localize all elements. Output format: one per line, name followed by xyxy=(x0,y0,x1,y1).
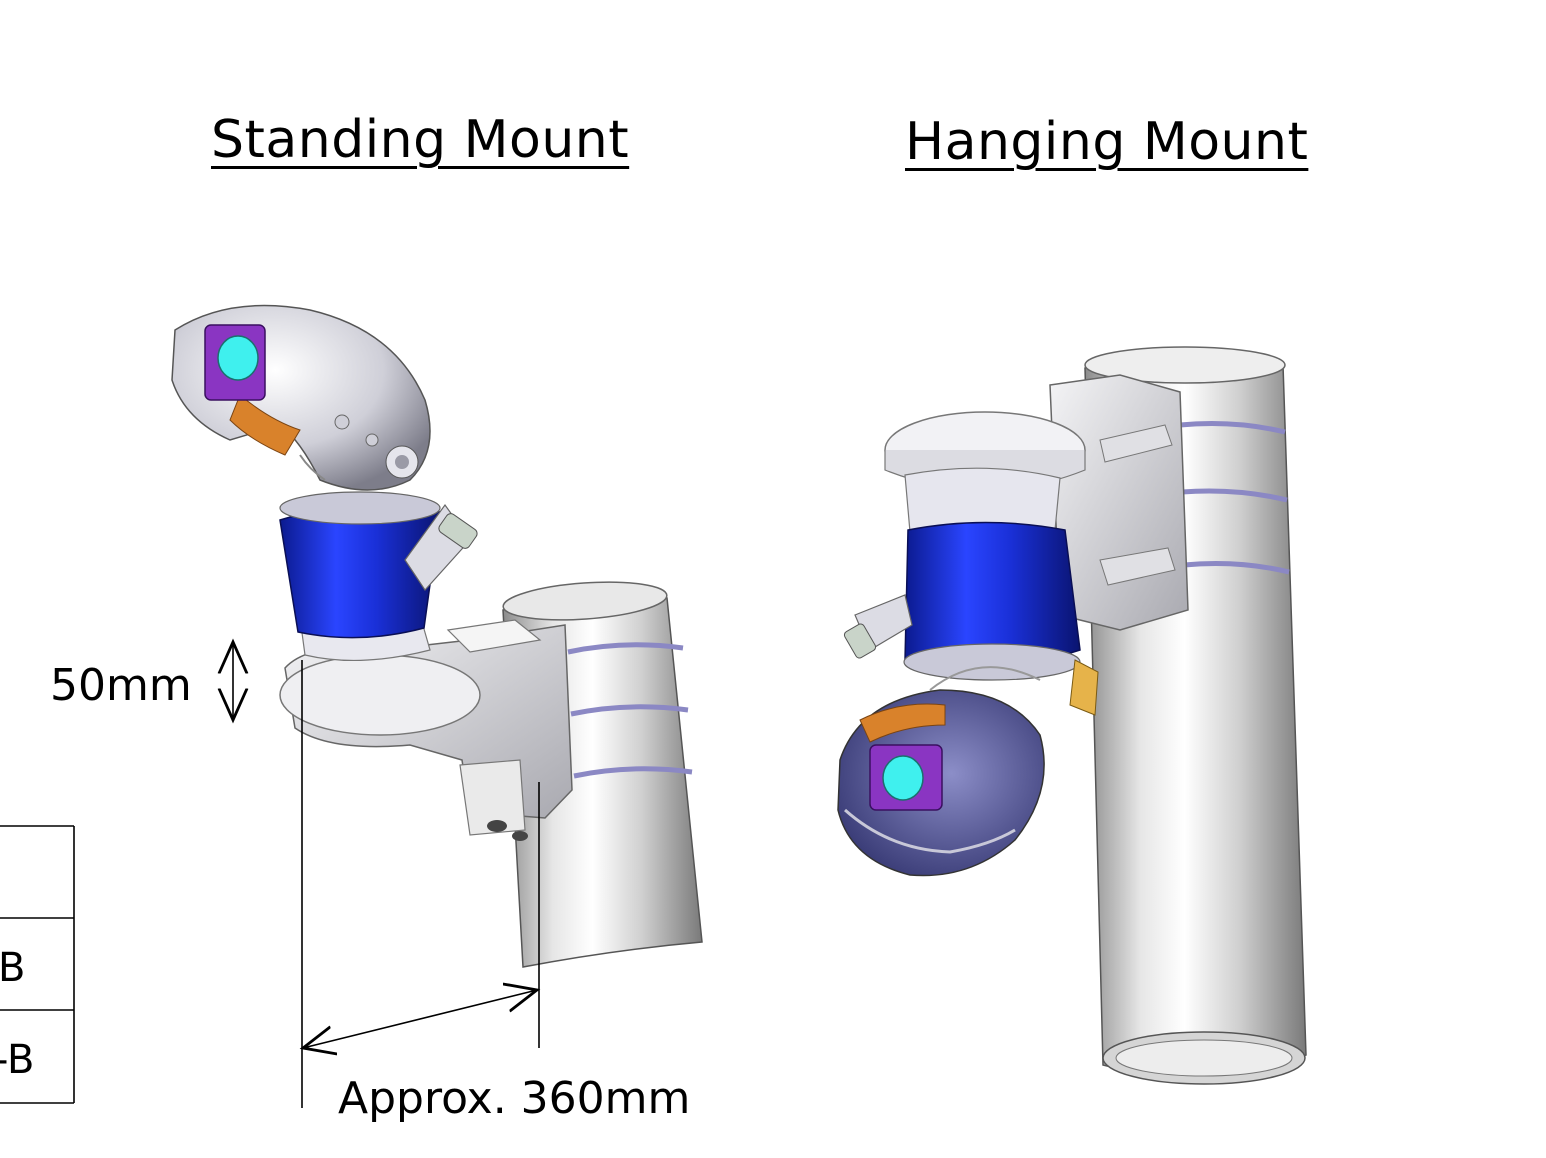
hanging-mount-illustration xyxy=(837,346,1307,1085)
dimension-lines xyxy=(233,642,539,1108)
standing-mount-title: Standing Mount xyxy=(211,110,630,170)
width-dimension-label: Approx. 360mm xyxy=(338,1073,691,1124)
height-dimension-label: 50mm xyxy=(50,660,192,711)
table-cell: B xyxy=(0,945,26,991)
standing-camera-head xyxy=(171,304,431,491)
standing-mount-illustration xyxy=(171,304,703,968)
hanging-camera-head xyxy=(837,666,1045,877)
width-dimension-arrow xyxy=(303,990,537,1048)
table-cell: -B xyxy=(0,1037,35,1083)
standing-bracket xyxy=(279,619,573,841)
hanging-mount-title: Hanging Mount xyxy=(905,112,1309,172)
partial-table xyxy=(0,825,75,1104)
